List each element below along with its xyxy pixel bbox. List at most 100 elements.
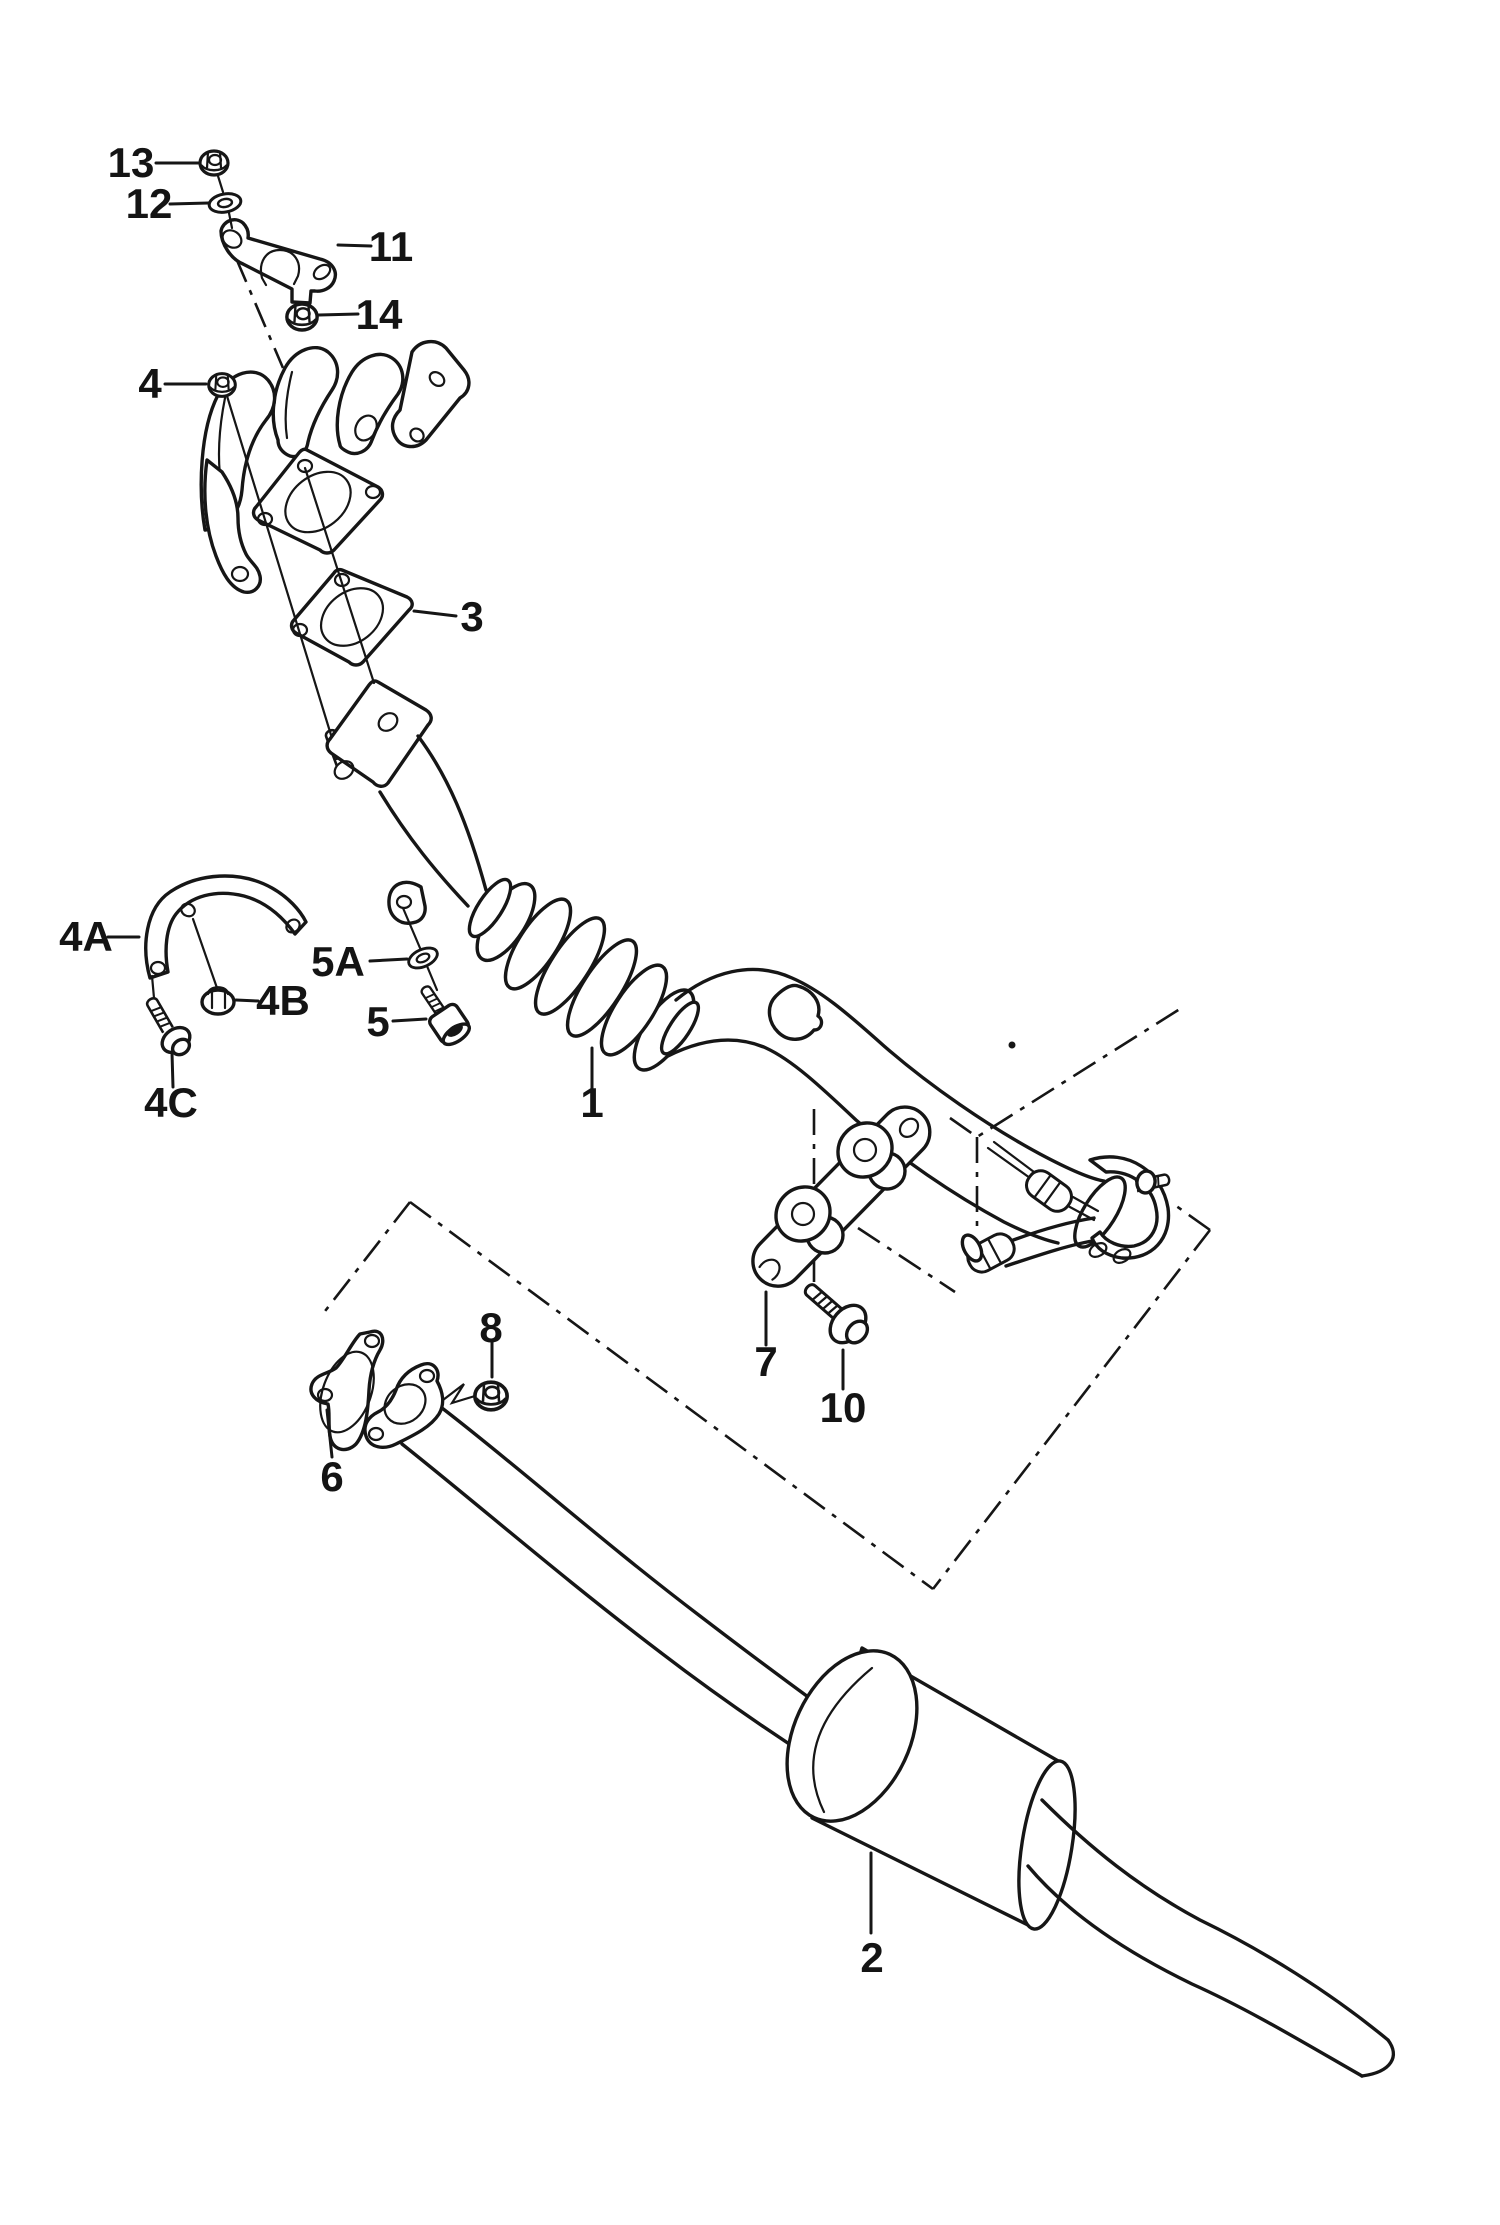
callout-label-8: 8 <box>479 1304 502 1351</box>
callout-label-4b: 4B <box>256 977 310 1024</box>
bracket-11-hole-right <box>312 263 332 281</box>
manifold-runner-middle <box>271 346 340 459</box>
strap-hole-left-end <box>149 960 167 976</box>
upper-bracket-group <box>198 149 338 332</box>
callout-label-10: 10 <box>820 1384 867 1431</box>
pipe-weld-patch <box>767 983 824 1041</box>
manifold-foot-hole <box>230 565 250 583</box>
nut-8 <box>473 1380 509 1412</box>
manifold-head-flange <box>390 340 471 449</box>
pipe-upper-contour <box>674 967 1106 1183</box>
middle-pipe-lower-edge <box>400 1442 828 1770</box>
bellows-rear-collar <box>659 1000 701 1056</box>
callout-label-4: 4 <box>138 360 162 407</box>
washer-5a <box>404 942 442 974</box>
hanger-upper-bushing <box>1019 1164 1079 1218</box>
mount-bracket-slot <box>758 1258 781 1281</box>
pipe-neck-upper-edge <box>416 734 488 892</box>
rubber-mount-upper <box>836 1121 894 1179</box>
projection-box-left-edge <box>409 1200 934 1591</box>
callout-label-11: 11 <box>369 223 413 270</box>
bellows-front-collar <box>467 877 513 939</box>
callout-label-5: 5 <box>366 998 389 1045</box>
projection-diagonal-1 <box>949 1005 1184 1139</box>
mount-bracket <box>751 1105 932 1288</box>
strap-to-bolt-4c-line <box>150 974 156 1000</box>
catalytic-converter <box>785 1646 1395 2078</box>
hanger-upper-rod <box>986 1140 1036 1180</box>
tail-pipe-upper-edge <box>1040 1798 1390 2042</box>
head-flange-hole-upper <box>428 371 446 387</box>
converter-inlet-bell-inner-line <box>812 1666 874 1814</box>
bracket-11-hole-left <box>221 229 243 249</box>
middle-pipe-flange-port <box>383 1383 427 1425</box>
leader-6 <box>325 1408 334 1459</box>
callout-label-6: 6 <box>320 1453 343 1500</box>
lug-to-washer-line <box>401 906 439 992</box>
projection-diagonal-2 <box>857 1226 956 1294</box>
exhaust-manifold <box>199 340 471 594</box>
downpipe-flange-hole-lower <box>333 760 355 780</box>
hex-bolt <box>800 1280 870 1345</box>
manifold-runner-right <box>335 352 405 456</box>
callout-label-2: 2 <box>860 1934 883 1981</box>
callout-label-7: 7 <box>754 1338 777 1385</box>
gasket-6-hole-top <box>363 1333 381 1349</box>
downpipe-flange <box>322 679 433 788</box>
bolt-5-head <box>428 1002 472 1047</box>
bolt-4c <box>143 994 192 1057</box>
callout-label-5a: 5A <box>311 938 365 985</box>
callouts: 13 12 11 14 4 3 4A 5A 4B 5 4C 1 8 6 7 10… <box>59 139 884 1981</box>
head-flange-hole-lower <box>409 427 425 443</box>
leader-11 <box>336 243 373 248</box>
support-strap-group <box>143 874 308 1057</box>
nut-4 <box>207 372 237 398</box>
middle-pipe-group <box>309 1329 872 1770</box>
clamp-stud-nut <box>1135 1169 1157 1195</box>
leader-5a <box>368 957 409 963</box>
callout-label-13: 13 <box>108 139 155 186</box>
strap-hole-right-end <box>285 918 301 934</box>
projection-box-top-edge <box>320 1201 412 1316</box>
stud-lines <box>150 394 439 1000</box>
projection-box-right-edge <box>931 1229 1212 1590</box>
gasket-6-hole-bottom <box>316 1387 334 1403</box>
callout-label-1: 1 <box>580 1079 603 1126</box>
outlet-flange-hole-top <box>296 458 314 474</box>
middle-pipe-upper-edge <box>440 1406 872 1744</box>
manifold-outlet-flange <box>251 447 385 555</box>
drawing-dot <box>1008 1041 1016 1049</box>
callout-label-12: 12 <box>126 180 173 227</box>
middle-pipe-flange-hole-bottom <box>367 1426 385 1442</box>
tail-pipe-end <box>1360 2038 1395 2078</box>
bolt-4c-head <box>170 1037 192 1057</box>
downpipe-flange-hole-upper <box>377 712 399 732</box>
rubber-mount-upper-hole <box>852 1137 878 1163</box>
rubber-mount-lower-hole <box>790 1201 816 1227</box>
mount-bracket-end-hole <box>898 1117 920 1138</box>
converter-end-cap <box>1017 1759 1077 1931</box>
stud-line-nut-4 <box>225 394 333 737</box>
gasket-6-port <box>319 1350 375 1434</box>
rubber-mount-lower <box>774 1185 832 1243</box>
leader-5 <box>391 1017 428 1023</box>
manifold-foot <box>203 458 262 594</box>
strap-to-nut-4b-line <box>191 917 219 990</box>
callout-label-4a: 4A <box>59 913 113 960</box>
support-strap-4a <box>144 874 308 980</box>
projection-line <box>234 257 285 369</box>
leader-4c <box>170 1051 175 1089</box>
projection-stub <box>1171 1201 1211 1232</box>
nut-13 <box>198 149 230 177</box>
leader-14 <box>317 312 360 317</box>
gasket-3-port <box>320 587 384 647</box>
outlet-flange-hole-left <box>256 511 274 527</box>
nut-14 <box>285 302 319 332</box>
construction-lines <box>234 257 1212 1591</box>
strap-hole-middle <box>180 902 196 918</box>
stud-line-flange-upper <box>303 466 376 685</box>
leader-3 <box>412 609 458 618</box>
washer-bolt-group <box>404 942 472 1047</box>
